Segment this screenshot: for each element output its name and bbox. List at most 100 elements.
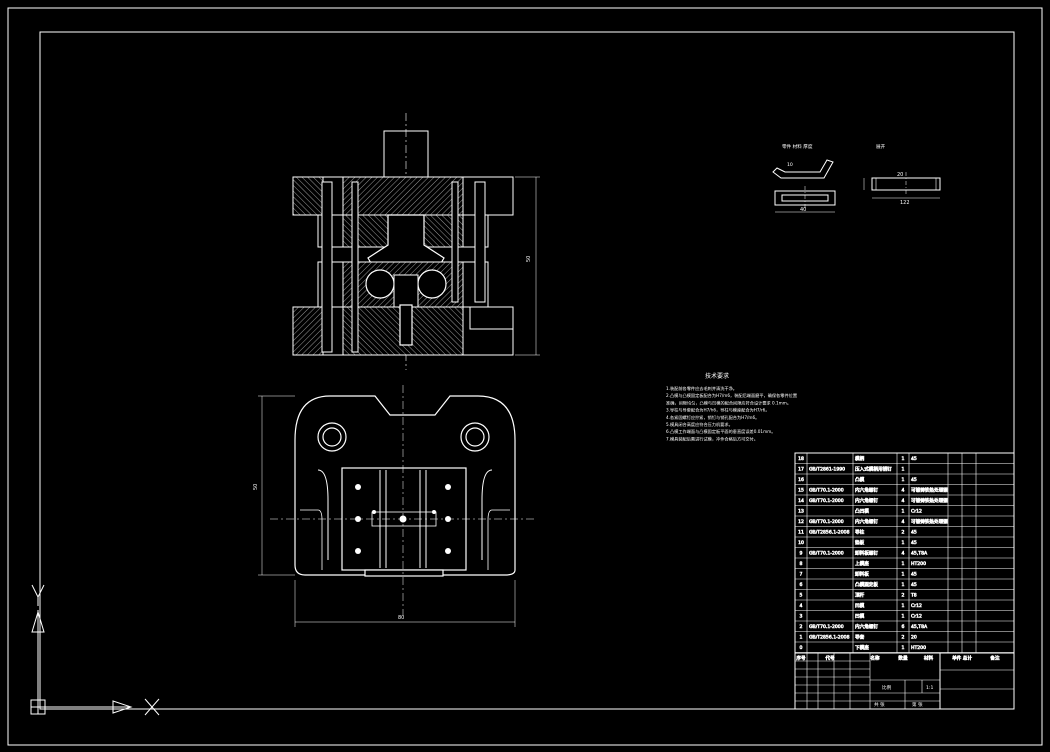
bom-cell-no: 7 — [800, 572, 803, 578]
bom-cell-name: 卸料板螺钉 — [855, 550, 878, 557]
bom-cell-no: 2 — [800, 624, 803, 630]
front-height-dimension: 50 — [526, 256, 532, 262]
tech-note-line: 1.装配前各零件应去毛刺并清洗干净。 — [666, 385, 737, 392]
bom-cell-mat: 45 — [911, 582, 917, 588]
bom-cell-qty: 1 — [902, 614, 905, 620]
title-block-sheet-value: 第 张 — [912, 701, 923, 708]
bom-cell-name: 导柱 — [855, 529, 865, 536]
bom-cell-mat: Cr12 — [911, 614, 922, 620]
title-block-sheet-label: 共 张 — [874, 701, 885, 708]
bom-cell-no: 4 — [800, 603, 803, 609]
bom-cell-name: 上模座 — [855, 560, 869, 567]
bom-cell-name: 凹模 — [855, 613, 865, 620]
bom-cell-std: GB/T70.1-2000 — [809, 488, 844, 494]
tech-note-line: 6.凸模工作端面与凸模固定板平面的垂直度误差0.01mm。 — [666, 428, 775, 435]
bom-cell-mat: Cr12 — [911, 509, 922, 515]
bom-cell-mat: 20 — [911, 635, 917, 641]
plan-view-dimensions — [258, 395, 516, 627]
bom-cell-std: GB/T2861-1990 — [809, 467, 845, 473]
bom-cell-name: 凸凹模 — [855, 508, 869, 515]
bom-cell-qty: 1 — [902, 645, 905, 651]
bom-cell-name: 内六角螺钉 — [855, 487, 878, 494]
bom-cell-name: 导套 — [855, 634, 865, 641]
detail-width-dimension: 40 — [800, 207, 806, 213]
bom-cell-name: 顶杆 — [855, 592, 865, 599]
tech-note-line: 3.导柱与导套配合为H7/h6，导柱与模座配合为H7/r6。 — [666, 407, 770, 414]
bom-cell-name: 卸料板 — [855, 571, 869, 578]
bom-cell-name: 模柄 — [855, 455, 865, 462]
front-section-view[interactable] — [292, 113, 540, 370]
part-blank-view[interactable] — [863, 172, 941, 199]
plan-view-holes — [355, 484, 451, 554]
bom-cell-std: GB/T2856.1-2008 — [809, 635, 850, 641]
bom-cell-name: 内六角螺钉 — [855, 497, 878, 504]
title-block[interactable] — [794, 652, 1015, 710]
bom-cell-no: 10 — [798, 540, 804, 546]
bom-cell-name: 内六角螺钉 — [855, 518, 878, 525]
bom-cell-std: GB/T70.1-2000 — [809, 498, 844, 504]
bom-cell-no: 14 — [798, 498, 804, 504]
bom-cell-qty: 6 — [902, 624, 905, 630]
bom-cell-mat: T8 — [910, 593, 917, 599]
part-profile-view[interactable] — [772, 159, 836, 213]
bom-cell-no: 16 — [798, 477, 804, 483]
bom-cell-mat: 45 — [911, 456, 917, 462]
sheet-border-outer — [7, 7, 1043, 746]
bom-cell-no: 3 — [800, 614, 803, 620]
bom-cell-name: 凸模 — [855, 476, 865, 483]
drawing-frame — [39, 31, 1015, 710]
bom-cell-qty: 4 — [902, 498, 905, 504]
detail-height-dimension: 20 — [897, 172, 903, 178]
detail-profile-title: 零件 材料 厚度 — [782, 143, 813, 150]
bom-cell-name: 垫板 — [855, 539, 865, 546]
bom-cell-no: 11 — [798, 530, 804, 536]
bom-cell-mat: 45 — [911, 540, 917, 546]
plan-view[interactable] — [294, 395, 516, 577]
bom-header-remark: 备注 — [990, 655, 1000, 662]
bom-row[interactable]: 14 GB/T70.1-2000 内六角螺钉 4 可锻铸铁热处理钢 — [798, 497, 949, 505]
ucs-icon — [30, 584, 160, 716]
bom-cell-qty: 1 — [902, 456, 905, 462]
bom-row[interactable]: 3 凹模 1 Cr12 — [799, 612, 922, 620]
plan-height-dimension: 50 — [253, 484, 259, 490]
bom-cell-qty: 1 — [902, 572, 905, 578]
bom-cell-qty: 1 — [902, 467, 905, 473]
plan-view-centerlines — [270, 385, 535, 615]
tech-note-line: 准确，间隙均匀，凸模与凹模的配合间隙应符合设计要求 0.1mm。 — [666, 399, 791, 406]
bom-cell-no: 1 — [800, 635, 803, 641]
bom-cell-mat: 可锻铸铁热处理钢 — [911, 518, 948, 525]
bom-cell-std: GB/T70.1-2000 — [809, 519, 844, 525]
bom-cell-std: GB/T70.1-2000 — [809, 624, 844, 630]
bom-cell-qty: 4 — [902, 488, 905, 494]
bom-cell-mat: 45,T8A — [911, 551, 928, 557]
title-block-scale-label: 比例 — [882, 684, 892, 691]
bom-cell-qty: 2 — [902, 593, 905, 599]
bom-cell-qty: 4 — [902, 519, 905, 525]
bom-cell-qty: 1 — [902, 561, 905, 567]
detail-side-title: 展开 — [876, 144, 886, 150]
bom-cell-mat: 可锻铸铁热处理钢 — [911, 487, 948, 494]
bom-cell-mat: 可锻铸铁热处理钢 — [911, 497, 948, 504]
bom-header-qty: 数量 — [898, 655, 908, 662]
detail-small-dimension: 10 — [787, 162, 793, 168]
bom-cell-mat: HT200 — [911, 645, 926, 651]
